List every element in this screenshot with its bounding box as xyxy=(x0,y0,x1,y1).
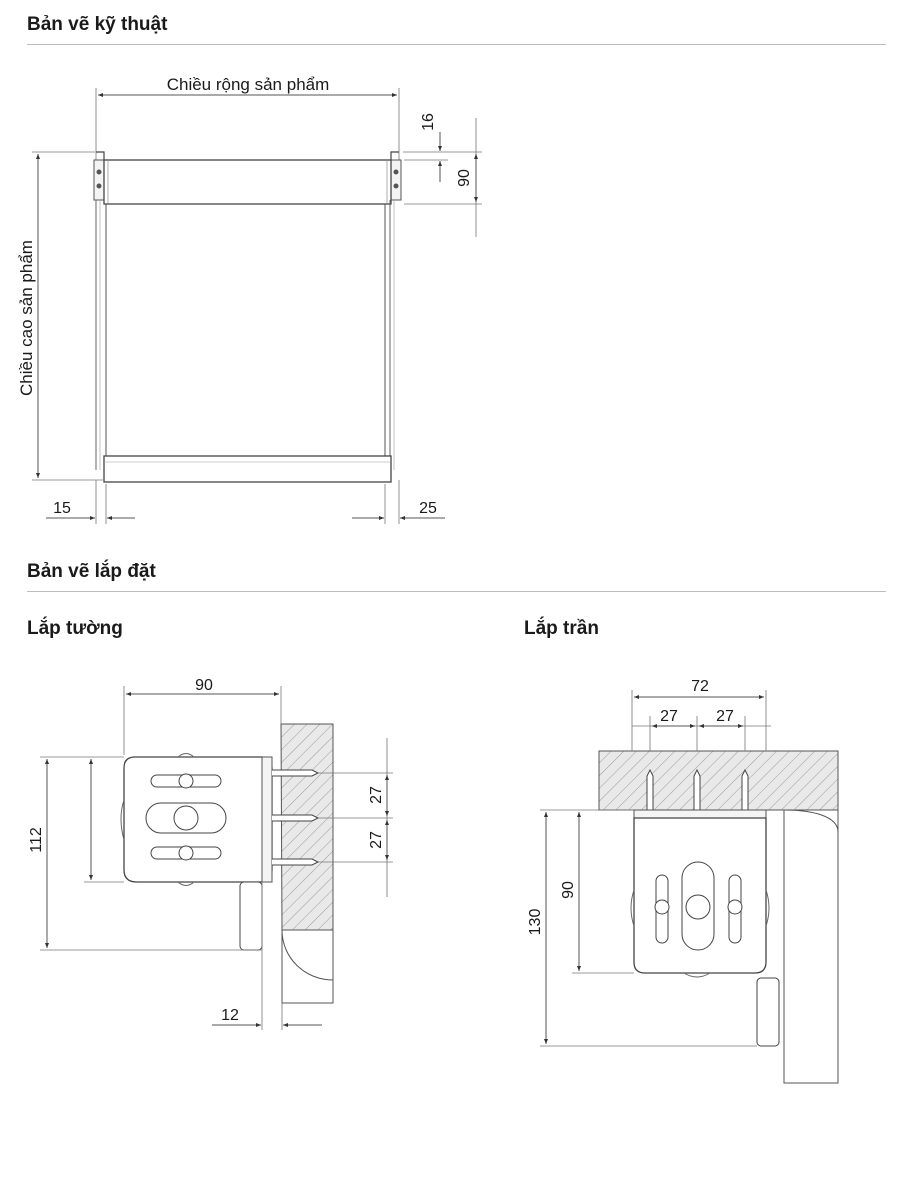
ceiling-dimension-labels: 72 27 27 90 130 xyxy=(527,678,734,935)
technical-drawing-title: Bản vẽ kỹ thuật xyxy=(27,14,168,35)
wall-dimension-labels: 90 112 27 27 12 xyxy=(28,677,385,1024)
ceiling-dim-72-label: 72 xyxy=(691,678,709,695)
wall-dim-112-label: 112 xyxy=(28,827,45,853)
dim-15-label: 15 xyxy=(53,500,71,517)
wall-dim-27b-label: 27 xyxy=(368,831,385,849)
dim-90-label: 90 xyxy=(456,169,473,187)
installation-divider xyxy=(27,591,886,592)
dim-16-label: 16 xyxy=(420,113,437,131)
installation-drawing-title: Bản vẽ lắp đặt xyxy=(27,561,156,582)
wall-dim-27a-label: 27 xyxy=(368,786,385,804)
wall-mount-title: Lắp tường xyxy=(27,618,123,639)
technical-drawing xyxy=(32,88,482,524)
technical-divider xyxy=(27,44,886,45)
ceiling-dim-27b-label: 27 xyxy=(716,708,734,725)
wall-mount-drawing xyxy=(40,686,393,1030)
wall-dim-90-label: 90 xyxy=(195,677,213,694)
ceiling-dim-130-label: 130 xyxy=(527,909,544,936)
ceiling-mount-title: Lắp trần xyxy=(524,618,599,639)
ceiling-dim-90-label: 90 xyxy=(560,881,577,899)
ceiling-dim-27a-label: 27 xyxy=(660,708,678,725)
height-label: Chiều cao sản phẩm xyxy=(17,240,36,396)
width-label: Chiều rộng sản phẩm xyxy=(167,75,330,94)
wall-dim-12-label: 12 xyxy=(221,1007,239,1024)
dim-25-label: 25 xyxy=(419,500,437,517)
ceiling-mount-drawing xyxy=(540,690,839,1084)
technical-dimension-labels: Chiều rộng sản phẩm Chiều cao sản phẩm 1… xyxy=(17,75,473,517)
